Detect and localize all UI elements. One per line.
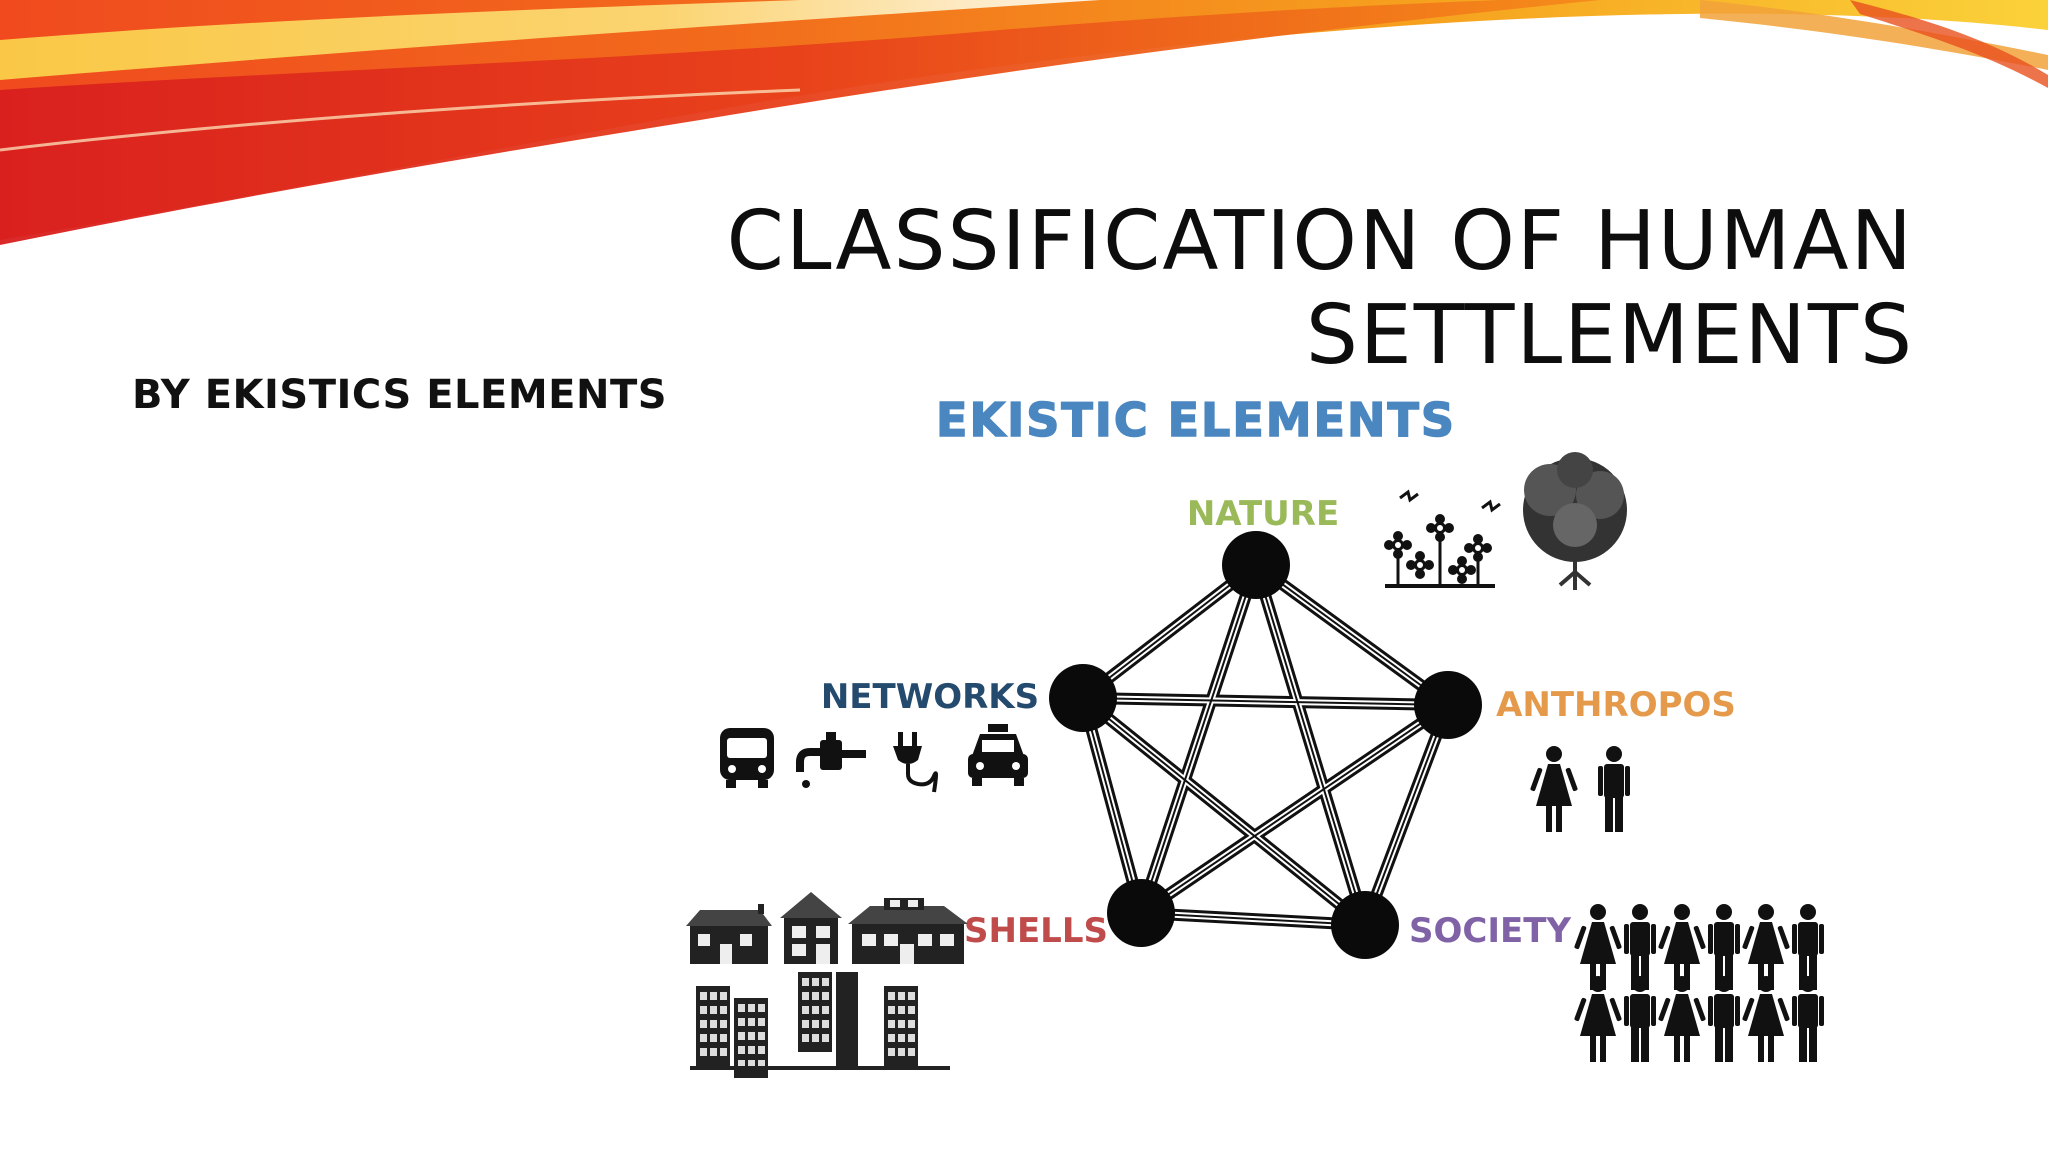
slide-title: CLASSIFICATION OF HUMAN SETTLEMENTS: [726, 193, 1914, 383]
decorative-swoosh: [0, 0, 2048, 245]
bus-icon: [720, 728, 774, 788]
woman-icon: [1529, 746, 1579, 832]
man-icon: [1598, 746, 1630, 832]
slide-subtitle: BY EKISTICS ELEMENTS: [132, 372, 668, 418]
houses-icon: [686, 892, 968, 964]
apartment-buildings-icon: [690, 972, 950, 1078]
title-line-1: CLASSIFICATION OF HUMAN: [726, 193, 1914, 289]
diagram-heading: EKISTIC ELEMENTS: [936, 393, 1456, 447]
power-plug-icon: [893, 732, 938, 793]
flowers-icon: [1384, 489, 1501, 588]
label-networks: NETWORKS: [821, 677, 1039, 717]
label-shells: SHELLS: [964, 911, 1108, 951]
label-society: SOCIETY: [1409, 911, 1571, 951]
node-nature: [1222, 531, 1290, 599]
title-line-2: SETTLEMENTS: [1305, 287, 1914, 383]
label-nature: NATURE: [1187, 494, 1339, 534]
connection-lines: [1077, 559, 1454, 931]
taxi-icon: [968, 724, 1028, 786]
label-anthropos: ANTHROPOS: [1496, 685, 1736, 725]
node-networks: [1049, 664, 1117, 732]
node-society: [1331, 891, 1399, 959]
node-anthropos: [1414, 671, 1482, 739]
people-group-icon: [1573, 904, 1824, 1062]
water-tap-icon: [796, 732, 866, 788]
node-shells: [1107, 879, 1175, 947]
tree-icon: [1523, 452, 1627, 590]
